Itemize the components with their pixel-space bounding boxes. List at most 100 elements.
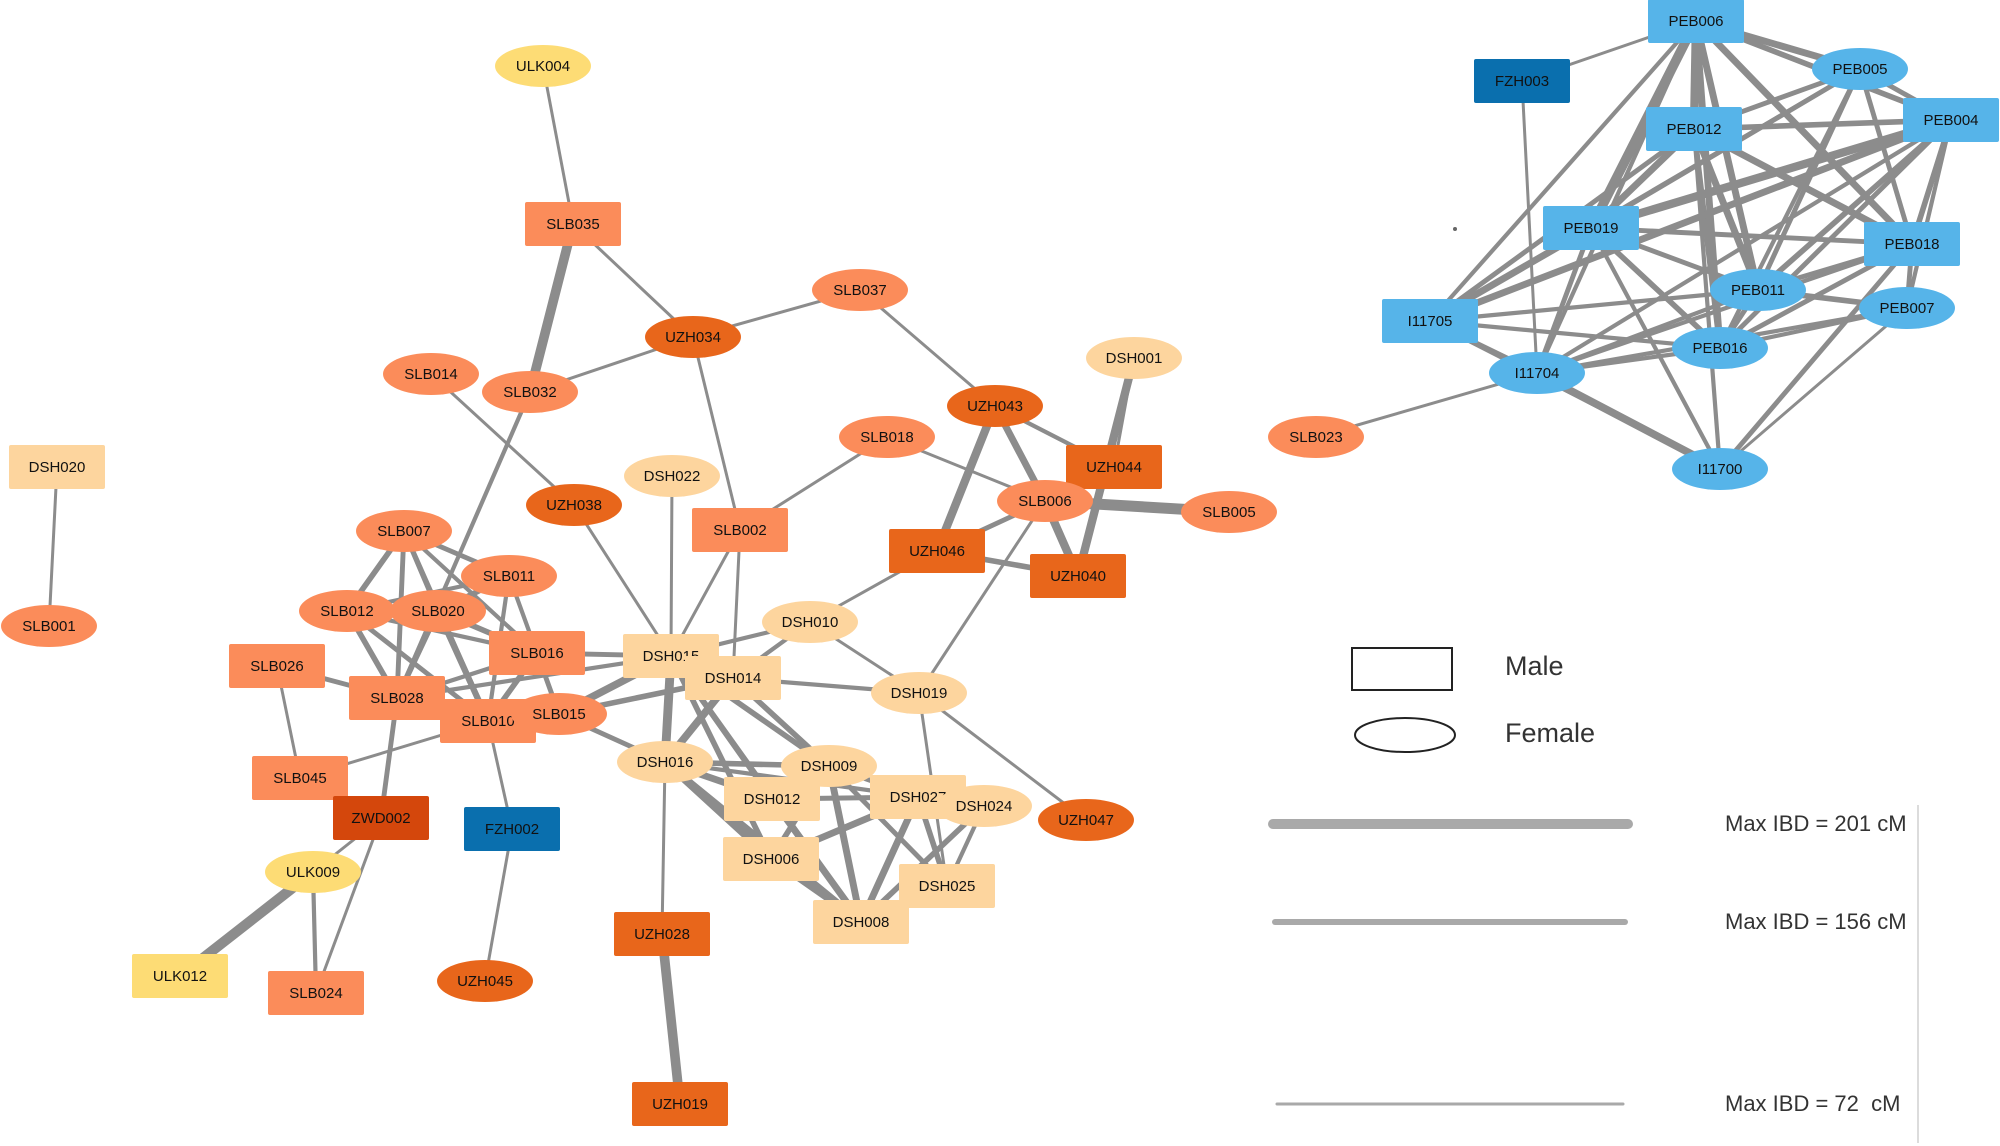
node-ulk012[interactable]: ULK012	[132, 954, 228, 998]
node-slb026[interactable]: SLB026	[229, 644, 325, 688]
female-node-shape	[437, 960, 533, 1002]
node-dsh025[interactable]: DSH025	[899, 864, 995, 908]
legend: Male Female Max IBD = 201 cM Max IBD = 1…	[1268, 647, 1919, 1143]
node-uzh047[interactable]: UZH047	[1038, 799, 1134, 841]
node-dsh022[interactable]: DSH022	[624, 455, 720, 497]
node-slb024[interactable]: SLB024	[268, 971, 364, 1015]
male-node-shape	[268, 971, 364, 1015]
female-node-shape	[1672, 448, 1768, 490]
node-peb016[interactable]: PEB016	[1672, 327, 1768, 369]
female-node-shape	[1086, 337, 1182, 379]
node-uzh046[interactable]: UZH046	[889, 529, 985, 573]
edge-peb004-i11704	[1534, 117, 1954, 376]
node-slb020[interactable]: SLB020	[390, 590, 486, 632]
node-label: SLB002	[713, 522, 766, 539]
node-dsh019[interactable]: DSH019	[871, 672, 967, 714]
node-dsh008[interactable]: DSH008	[813, 900, 909, 944]
node-label: I11705	[1408, 313, 1453, 330]
node-slb007[interactable]: SLB007	[356, 510, 452, 552]
female-node-shape	[947, 385, 1043, 427]
node-zwd002[interactable]: ZWD002	[333, 796, 429, 840]
node-ulk004[interactable]: ULK004	[495, 45, 591, 87]
female-node-shape	[461, 555, 557, 597]
male-node-shape	[724, 777, 820, 821]
female-node-shape	[617, 741, 713, 783]
node-label: I11704	[1515, 365, 1560, 382]
edge-slb002-dsh014	[731, 528, 742, 680]
node-peb005[interactable]: PEB005	[1812, 48, 1908, 90]
node-slb023[interactable]: SLB023	[1268, 416, 1364, 458]
node-dsh012[interactable]: DSH012	[724, 777, 820, 821]
node-dsh001[interactable]: DSH001	[1086, 337, 1182, 379]
node-label: SLB018	[860, 429, 913, 446]
male-node-shape	[1030, 554, 1126, 598]
node-label: ULK009	[286, 864, 340, 881]
node-slb001[interactable]: SLB001	[1, 605, 97, 647]
node-label: PEB004	[1923, 112, 1978, 129]
female-node-shape	[390, 590, 486, 632]
node-uzh038[interactable]: UZH038	[526, 484, 622, 526]
node-slb006[interactable]: SLB006	[997, 480, 1093, 522]
node-ulk009[interactable]: ULK009	[265, 851, 361, 893]
node-slb028[interactable]: SLB028	[349, 676, 445, 720]
node-label: DSH008	[833, 914, 890, 931]
node-label: SLB045	[273, 770, 326, 787]
edge-dsh016-uzh028	[660, 760, 667, 936]
node-label: DSH025	[919, 878, 976, 895]
edge-peb007-i11700	[1718, 306, 1909, 471]
node-dsh020[interactable]: DSH020	[9, 445, 105, 489]
node-label: DSH012	[744, 791, 801, 808]
node-dsh009[interactable]: DSH009	[781, 745, 877, 787]
node-uzh034[interactable]: UZH034	[645, 316, 741, 358]
edge-uzh038-dsh015	[572, 503, 673, 658]
node-slb016[interactable]: SLB016	[489, 631, 585, 675]
node-peb007[interactable]: PEB007	[1859, 287, 1955, 329]
node-slb035[interactable]: SLB035	[525, 202, 621, 246]
node-uzh045[interactable]: UZH045	[437, 960, 533, 1002]
node-peb004[interactable]: PEB004	[1903, 98, 1999, 142]
male-node-shape	[229, 644, 325, 688]
node-i11705[interactable]: I11705	[1382, 299, 1478, 343]
node-label: UZH040	[1050, 568, 1106, 585]
node-label: SLB035	[546, 216, 599, 233]
female-node-shape	[495, 45, 591, 87]
node-label: SLB006	[1018, 493, 1071, 510]
node-slb011[interactable]: SLB011	[461, 555, 557, 597]
node-dsh006[interactable]: DSH006	[723, 837, 819, 881]
node-uzh044[interactable]: UZH044	[1066, 445, 1162, 489]
node-peb019[interactable]: PEB019	[1543, 206, 1639, 250]
node-uzh019[interactable]: UZH019	[632, 1082, 728, 1126]
node-uzh043[interactable]: UZH043	[947, 385, 1043, 427]
node-peb012[interactable]: PEB012	[1646, 107, 1742, 151]
node-dsh024[interactable]: DSH024	[936, 785, 1032, 827]
node-slb012[interactable]: SLB012	[299, 590, 395, 632]
node-fzh002[interactable]: FZH002	[464, 807, 560, 851]
male-node-shape	[614, 912, 710, 956]
node-peb018[interactable]: PEB018	[1864, 222, 1960, 266]
edge-dsh019-uzh047	[917, 691, 1088, 822]
node-dsh016[interactable]: DSH016	[617, 741, 713, 783]
node-dsh014[interactable]: DSH014	[685, 656, 781, 700]
node-fzh003[interactable]: FZH003	[1474, 59, 1570, 103]
node-peb006[interactable]: PEB006	[1648, 0, 1744, 43]
female-node-shape	[936, 785, 1032, 827]
node-slb014[interactable]: SLB014	[383, 353, 479, 395]
node-label: SLB001	[22, 618, 75, 635]
edge-layer	[47, 16, 1956, 1109]
node-uzh040[interactable]: UZH040	[1030, 554, 1126, 598]
node-i11704[interactable]: I11704	[1489, 352, 1585, 394]
female-node-shape	[781, 745, 877, 787]
node-slb037[interactable]: SLB037	[812, 269, 908, 311]
node-slb032[interactable]: SLB032	[482, 371, 578, 413]
node-slb005[interactable]: SLB005	[1181, 491, 1277, 533]
node-uzh028[interactable]: UZH028	[614, 912, 710, 956]
node-slb002[interactable]: SLB002	[692, 508, 788, 552]
node-slb018[interactable]: SLB018	[839, 416, 935, 458]
female-node-shape	[812, 269, 908, 311]
node-slb015[interactable]: SLB015	[511, 693, 607, 735]
node-dsh010[interactable]: DSH010	[762, 601, 858, 643]
node-slb045[interactable]: SLB045	[252, 756, 348, 800]
node-label: SLB028	[370, 690, 423, 707]
node-peb011[interactable]: PEB011	[1710, 269, 1806, 311]
node-i11700[interactable]: I11700	[1672, 448, 1768, 490]
